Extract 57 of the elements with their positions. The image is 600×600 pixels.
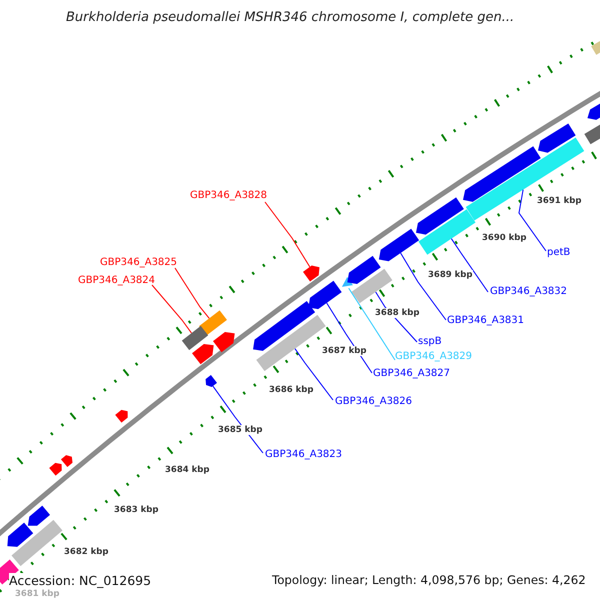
gene-feature: [12, 520, 62, 566]
gene-label: petB: [547, 247, 570, 259]
gene-feature: [206, 374, 218, 387]
scale-label: 3683 kbp: [113, 504, 160, 516]
gene-label: GBP346_A3826: [335, 396, 412, 408]
leader-line: [348, 288, 396, 360]
gene-feature: [213, 332, 235, 352]
leader-line: [518, 189, 546, 252]
leader-line: [294, 348, 334, 400]
leader-line: [152, 284, 192, 334]
gene-label: GBP346_A3827: [373, 368, 450, 380]
gene-feature: [538, 124, 576, 153]
gene-feature: [253, 300, 316, 351]
gene-label: GBP346_A3823: [265, 449, 342, 461]
leader-line: [264, 202, 310, 268]
gene-feature: [591, 41, 600, 55]
scale-label: 3689 kbp: [427, 270, 474, 280]
map-title: Burkholderia pseudomallei MSHR346 chromosome I, complete gen...: [66, 10, 514, 26]
gene-feature: [199, 310, 227, 336]
gene-label: GBP346_A3825: [100, 257, 178, 269]
scale-label: 3687 kbp: [321, 346, 368, 356]
gene-feature: [416, 197, 464, 235]
accession-text: Accession: NC_012695: [9, 572, 152, 588]
gene-feature: [418, 209, 476, 255]
genome-info-text: Topology: linear; Length: 4,098,576 bp; Genes: 4,262: [272, 572, 586, 588]
gene-label: GBP346_A3829: [395, 351, 472, 363]
gene-feature: [587, 102, 600, 120]
scale-label: 3681 kbp: [14, 588, 60, 600]
gene-feature: [303, 266, 320, 282]
scale-label: 3688 kbp: [374, 308, 420, 318]
gene-feature: [308, 280, 342, 310]
gene-label: GBP346_A3831: [447, 315, 524, 327]
scale-label: 3684 kbp: [164, 464, 210, 476]
gene-feature: [352, 268, 392, 304]
leader-line: [450, 238, 488, 292]
gene-label: GBP346_A3832: [490, 286, 568, 298]
leader-line: [400, 252, 446, 320]
scale-label: 3682 kbp: [63, 546, 110, 558]
gene-label: GBP346_A3824: [78, 275, 156, 287]
gene-label: GBP346_A3828: [190, 190, 268, 202]
gene-label: sspB: [418, 336, 442, 348]
gene-feature: [192, 344, 214, 364]
gene-feature: [378, 228, 420, 262]
gene-feature: [7, 522, 34, 547]
gene-feature: [182, 326, 208, 350]
gene-feature: [347, 256, 381, 284]
scale-label: 3691 kbp: [536, 196, 582, 206]
gene-feature: [28, 506, 50, 526]
leader-line: [174, 268, 210, 319]
scale-label: 3685 kbp: [217, 424, 264, 436]
gene-feature: [49, 462, 62, 476]
gene-feature: [60, 455, 72, 468]
gene-feature: [466, 137, 584, 221]
gene-feature: [584, 124, 600, 144]
gene-feature: [115, 410, 128, 423]
scale-label: 3690 kbp: [481, 232, 528, 244]
scale-label: 3686 kbp: [268, 384, 314, 396]
